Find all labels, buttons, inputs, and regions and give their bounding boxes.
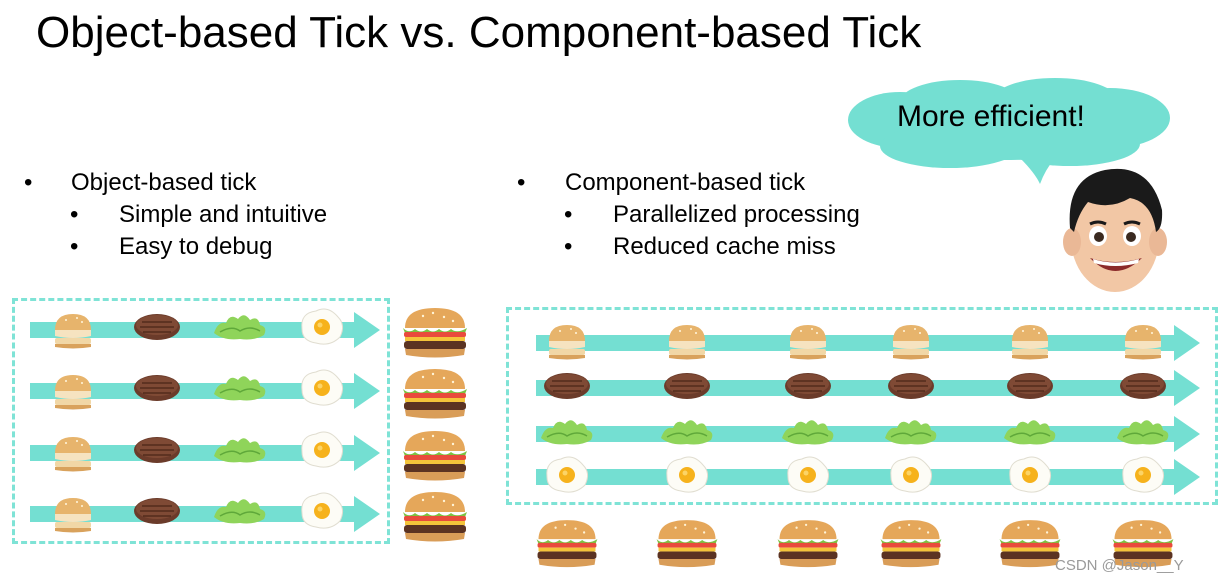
speech-bubble [848, 78, 1170, 184]
patty-icon [133, 374, 181, 402]
patty-icon [887, 372, 935, 400]
left-heading: Object-based tick [71, 169, 257, 196]
bullet-dot: • [517, 169, 526, 196]
lettuce-icon [781, 419, 835, 446]
bullet-dot: • [24, 169, 33, 196]
egg-icon [301, 369, 344, 406]
bubble-text: More efficient! [897, 100, 1085, 133]
lettuce-icon [1116, 419, 1170, 446]
object-row-arrow [30, 312, 380, 348]
bullet-dot: • [70, 201, 79, 228]
avatar-icon [1063, 168, 1167, 292]
patty-icon [133, 313, 181, 341]
bun-icon [1125, 325, 1161, 360]
patty-icon [784, 372, 832, 400]
egg-icon [1009, 456, 1052, 493]
bullet-dot: • [70, 233, 79, 260]
bun-icon [55, 314, 91, 349]
patty-icon [1006, 372, 1054, 400]
bun-icon [790, 325, 826, 360]
lettuce-icon [213, 314, 267, 341]
egg-icon [301, 308, 344, 345]
lettuce-icon [213, 498, 267, 525]
lettuce-icon [213, 437, 267, 464]
bun-icon [55, 498, 91, 533]
bullet-dot: • [564, 233, 573, 260]
patty-icon [133, 436, 181, 464]
egg-icon [787, 456, 830, 493]
object-row-arrow [30, 496, 380, 532]
lettuce-icon [213, 375, 267, 402]
bun-icon [549, 325, 585, 360]
egg-icon [301, 431, 344, 468]
burger-icon [403, 431, 467, 481]
component-row-arrow [536, 325, 1200, 361]
egg-icon [890, 456, 933, 493]
right-item: Reduced cache miss [613, 233, 836, 260]
bullet-dot: • [564, 201, 573, 228]
burger-icon [403, 369, 467, 419]
right-heading: Component-based tick [565, 169, 806, 196]
burger-icon [880, 520, 942, 568]
bun-icon [55, 375, 91, 410]
lettuce-icon [540, 419, 594, 446]
object-row-arrow [30, 373, 380, 409]
egg-icon [546, 456, 589, 493]
left-item: Simple and intuitive [119, 201, 328, 228]
component-row-arrow [536, 370, 1200, 406]
bun-icon [1012, 325, 1048, 360]
component-row-arrow [536, 459, 1200, 495]
object-row-arrow [30, 435, 380, 471]
bun-icon [893, 325, 929, 360]
patty-icon [1119, 372, 1167, 400]
csdn-watermark: CSDN @Jason__Y [1055, 557, 1184, 574]
burger-icon [403, 492, 467, 542]
burger-icon [999, 520, 1061, 568]
lettuce-icon [1003, 419, 1057, 446]
right-item: Parallelized processing [613, 201, 860, 228]
burger-icon [536, 520, 598, 568]
object-based-container [12, 298, 390, 544]
left-item: Easy to debug [119, 233, 273, 260]
burger-icon [777, 520, 839, 568]
burger-icon [656, 520, 718, 568]
component-based-container [506, 307, 1218, 505]
egg-icon [301, 492, 344, 529]
lettuce-icon [660, 419, 714, 446]
burger-icon [403, 308, 467, 358]
patty-icon [663, 372, 711, 400]
bun-icon [669, 325, 705, 360]
bun-icon [55, 437, 91, 472]
patty-icon [543, 372, 591, 400]
lettuce-icon [884, 419, 938, 446]
egg-icon [666, 456, 709, 493]
egg-icon [1122, 456, 1165, 493]
patty-icon [133, 497, 181, 525]
slide-title: Object-based Tick vs. Component-based Ti… [36, 8, 922, 57]
component-row-arrow [536, 416, 1200, 452]
